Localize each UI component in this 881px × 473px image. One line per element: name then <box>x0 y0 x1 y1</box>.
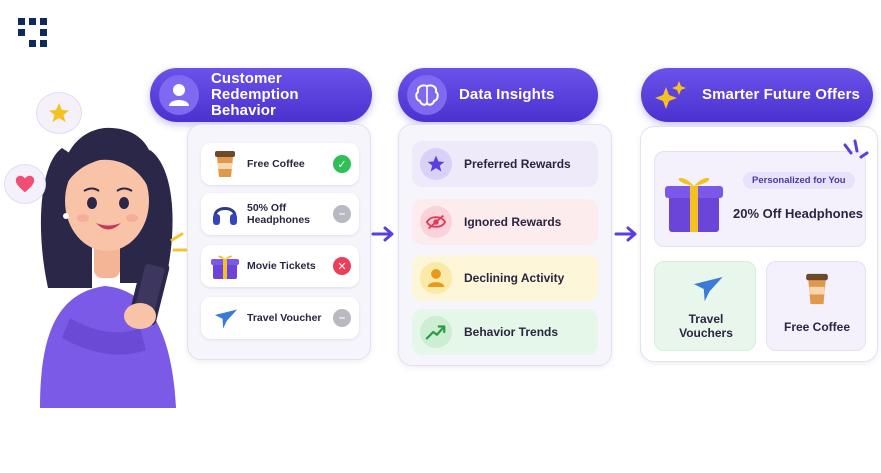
airplane-icon <box>207 304 243 332</box>
insight-label: Preferred Rewards <box>464 157 571 171</box>
list-item-headphones: 50% Off Headphones – <box>201 193 359 235</box>
data-insights-panel: Preferred Rewards Ignored Rewards Declin… <box>398 124 612 366</box>
customer-behavior-title: Customer Redemption Behavior <box>211 70 299 119</box>
insight-behavior-trends: Behavior Trends <box>412 309 598 355</box>
data-insights-header: Data Insights <box>398 68 598 122</box>
offer-card-free-coffee: Free Coffee <box>766 261 866 351</box>
customer-behavior-panel: Free Coffee ✓ 50% Off Headphones – Movie… <box>187 124 371 360</box>
offer-card-travel-vouchers: Travel Vouchers <box>654 261 756 351</box>
insight-ignored-rewards: Ignored Rewards <box>412 199 598 245</box>
list-item-label: 50% Off Headphones <box>247 202 311 226</box>
insight-label: Ignored Rewards <box>464 215 562 229</box>
minus-icon: – <box>333 205 351 223</box>
heart-bubble <box>4 164 46 204</box>
arrow-right-icon <box>614 226 637 242</box>
smarter-offers-title: Smarter Future Offers <box>702 86 860 103</box>
minus-icon: – <box>333 309 351 327</box>
gift-box-icon <box>663 168 725 239</box>
coffee-cup-icon <box>804 270 830 313</box>
list-item-free-coffee: Free Coffee ✓ <box>201 143 359 185</box>
smarter-offers-panel: Personalized for You 20% Off Headphones … <box>640 126 878 362</box>
insight-label: Declining Activity <box>464 271 565 285</box>
list-item-travel-voucher: Travel Voucher – <box>201 297 359 339</box>
list-item-label: Travel Voucher <box>247 312 322 324</box>
check-icon: ✓ <box>333 155 351 173</box>
customer-behavior-header: Customer Redemption Behavior <box>150 68 372 122</box>
list-item-label: Free Coffee <box>247 158 305 170</box>
smarter-offers-header: Smarter Future Offers <box>641 68 873 122</box>
insight-preferred-rewards: Preferred Rewards <box>412 141 598 187</box>
gift-box-icon <box>207 252 243 280</box>
coffee-cup-icon <box>207 149 243 179</box>
cross-icon: ✕ <box>333 257 351 275</box>
heart-icon <box>15 175 35 193</box>
star-bubble <box>36 92 82 134</box>
list-item-label: Movie Tickets <box>247 260 316 272</box>
arrow-right-icon <box>371 226 394 242</box>
brand-logo <box>18 18 48 48</box>
featured-offer-label: 20% Off Headphones <box>733 206 864 221</box>
insight-label: Behavior Trends <box>464 325 559 339</box>
offer-card-label: Travel Vouchers <box>679 312 733 340</box>
star-icon <box>420 148 452 180</box>
person-icon <box>420 262 452 294</box>
sparkles-icon <box>650 75 690 115</box>
offer-card-label: Free Coffee <box>783 320 851 334</box>
list-item-movie-tickets: Movie Tickets ✕ <box>201 245 359 287</box>
data-insights-title: Data Insights <box>459 86 555 103</box>
customer-illustration <box>0 88 200 408</box>
headphones-icon <box>207 200 243 228</box>
star-icon <box>49 103 69 122</box>
insight-declining-activity: Declining Activity <box>412 255 598 301</box>
trend-up-icon <box>420 316 452 348</box>
sparkle-lines-icon <box>843 139 869 159</box>
eye-crossed-icon <box>420 206 452 238</box>
user-avatar-icon <box>159 75 199 115</box>
featured-offer-card: Personalized for You 20% Off Headphones <box>654 151 866 247</box>
woman-with-phone-illustration <box>40 127 188 408</box>
brain-icon <box>407 75 447 115</box>
personalized-badge: Personalized for You <box>743 172 855 189</box>
airplane-icon <box>689 270 725 311</box>
